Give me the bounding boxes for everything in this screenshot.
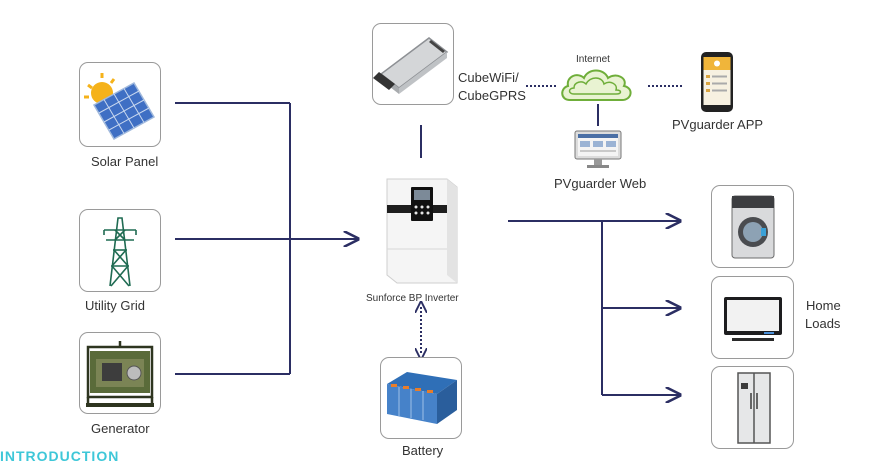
battery-label: Battery	[402, 443, 444, 458]
generator-box	[79, 332, 161, 414]
smartphone-icon	[701, 52, 733, 112]
generator-label: Generator	[91, 421, 150, 436]
inverter-label: Sunforce BP Inverter	[366, 293, 459, 304]
internet-label: Internet	[576, 54, 610, 65]
washing-machine-box	[711, 185, 794, 268]
input-bus	[175, 102, 358, 375]
tv-box	[711, 276, 794, 359]
wifi-dongle-icon	[373, 37, 449, 94]
home-loads-label-line2: Loads	[805, 316, 841, 331]
battery-icon	[387, 372, 457, 424]
wifi-label-line1: CubeWiFi/	[458, 70, 519, 85]
wifi-dongle-box	[372, 23, 454, 105]
wifi-label-line2: CubeGPRS	[458, 88, 526, 103]
generator-icon	[86, 341, 154, 407]
refrigerator-icon	[737, 372, 771, 444]
web-label: PVguarder Web	[554, 176, 647, 191]
monitor-icon	[574, 130, 622, 168]
home-loads-label-line1: Home	[806, 298, 841, 313]
refrigerator-box	[711, 366, 794, 449]
utility-grid-box	[79, 209, 161, 292]
solar-panel-icon	[84, 73, 156, 141]
utility-grid-label: Utility Grid	[85, 298, 145, 313]
solar-panel-label: Solar Panel	[91, 154, 159, 169]
output-bus	[508, 221, 680, 395]
transmission-tower-icon	[103, 217, 137, 287]
app-label: PVguarder APP	[672, 117, 764, 132]
solar-panel-box	[79, 62, 161, 147]
cloud-icon	[561, 69, 632, 101]
battery-box	[380, 357, 462, 439]
washing-machine-icon	[731, 195, 775, 259]
tv-icon	[724, 297, 782, 341]
footer-cut-text: INTRODUCTION	[0, 448, 120, 464]
inverter-icon	[386, 178, 458, 284]
